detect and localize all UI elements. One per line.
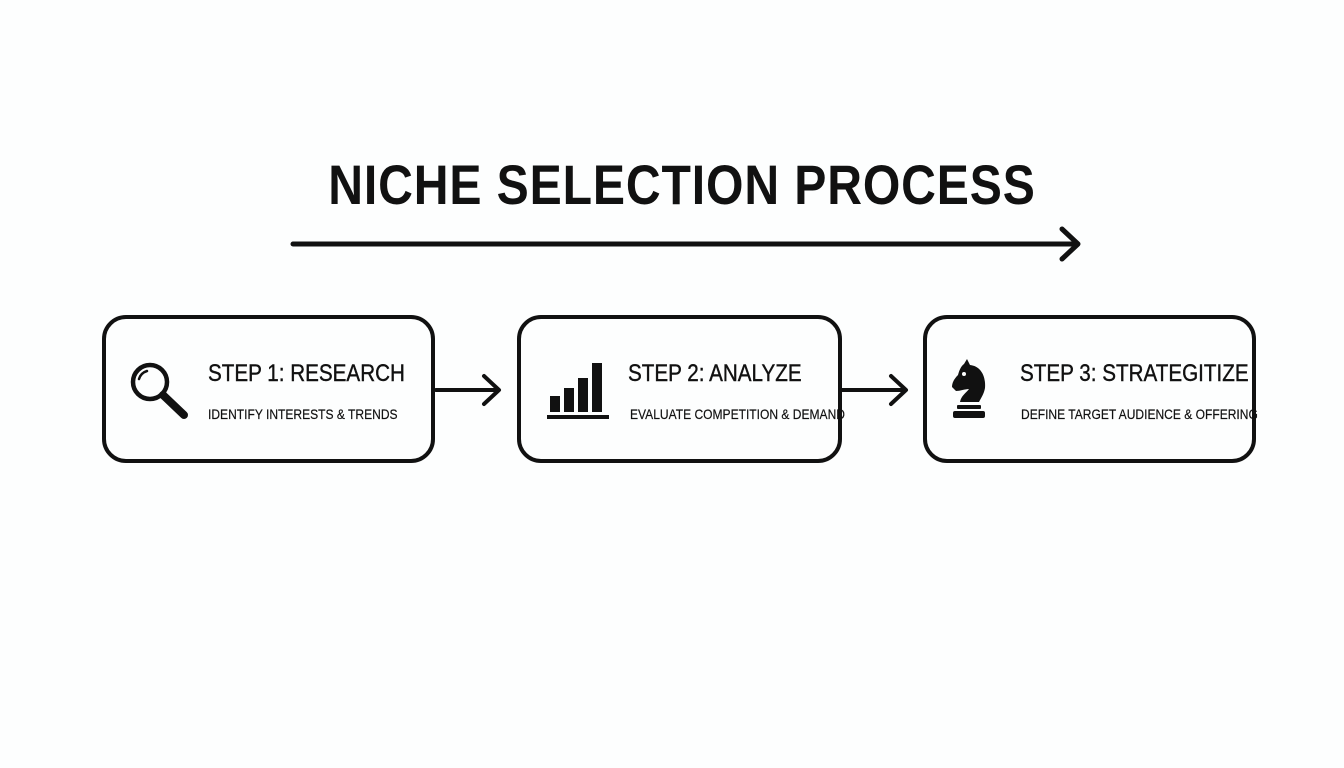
- step-3-description: DEFINE TARGET AUDIENCE & OFFERING: [1021, 406, 1258, 422]
- step-1-box: [102, 315, 435, 463]
- chess-knight-icon: [952, 359, 986, 418]
- step-2-box: [517, 315, 842, 463]
- process-direction-arrow: [290, 226, 1081, 262]
- step-3-box: [923, 315, 1256, 463]
- step-1-description: IDENTIFY INTERESTS & TRENDS: [208, 406, 398, 422]
- arrow-step1-to-step2: [434, 374, 501, 406]
- step-2-description: EVALUATE COMPETITION & DEMAND: [630, 406, 845, 422]
- bar-chart-icon: [547, 363, 609, 419]
- step-2-title: STEP 2: ANALYZE: [628, 360, 802, 387]
- diagram-title: NICHE SELECTION PROCESS: [328, 153, 1036, 216]
- arrow-step2-to-step3: [840, 374, 908, 406]
- step-3-title: STEP 3: STRATEGITIZE: [1020, 360, 1249, 387]
- step-1-title: STEP 1: RESEARCH: [208, 360, 405, 387]
- magnifying-glass-icon: [130, 362, 188, 419]
